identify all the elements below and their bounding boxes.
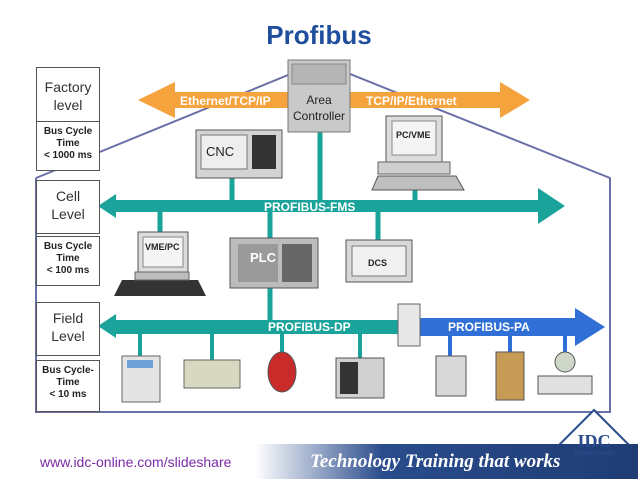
level-name: Factory <box>44 79 92 95</box>
field-flowmeter-device <box>537 351 593 395</box>
level-name: Cell <box>55 188 81 204</box>
cycle-text: Time <box>56 253 80 264</box>
field-level-box: Field Level <box>36 302 100 356</box>
dp-label: PROFIBUS-DP <box>268 320 351 334</box>
fms-arrow <box>98 188 565 224</box>
cycle-text: Time <box>56 138 80 149</box>
area-controller-label: Area Controller <box>288 92 350 124</box>
cycle-text: Bus Cycle- <box>42 365 94 376</box>
plc-label: PLC <box>250 250 276 265</box>
cycle-text: < 10 ms <box>49 389 87 400</box>
level-name: Field <box>52 310 84 326</box>
factory-level-box: Factory level <box>36 67 100 131</box>
plc-device <box>229 237 319 289</box>
pa-label: PROFIBUS-PA <box>448 320 530 334</box>
level-name: Level <box>51 206 85 222</box>
dcs-device <box>345 239 413 283</box>
field-drive-module <box>183 359 241 389</box>
cycle-text: Time <box>56 377 80 388</box>
footer-band <box>0 444 638 479</box>
level-name: level <box>53 97 83 113</box>
field-io-module <box>121 355 161 403</box>
dcs-label: DCS <box>368 258 388 268</box>
field-motor-device <box>267 351 297 393</box>
ethernet-right-label: TCP/IP/Ethernet <box>366 94 457 108</box>
ethernet-left-label: Ethernet/TCP/IP <box>180 94 271 108</box>
footer-slogan: Technology Training that works <box>310 451 561 472</box>
field-remote-io-device <box>335 357 385 399</box>
dp-arrow <box>98 314 400 338</box>
pc-vme-device <box>371 115 465 191</box>
cell-cycle-box: Bus Cycle Time < 100 ms <box>36 236 100 286</box>
cycle-text: Bus Cycle <box>43 126 93 137</box>
page-title: Profibus <box>266 20 372 50</box>
field-valve-device <box>495 351 525 401</box>
fms-label: PROFIBUS-FMS <box>264 200 356 214</box>
area-controller-line: Area <box>306 93 332 107</box>
cycle-text: Bus Cycle <box>43 241 93 252</box>
factory-cycle-box: Bus Cycle Time < 1000 ms <box>36 121 100 171</box>
cycle-text: < 100 ms <box>46 265 90 276</box>
area-controller-line: Controller <box>292 109 346 123</box>
area-controller-device <box>287 59 351 133</box>
field-cycle-box: Bus Cycle- Time < 10 ms <box>36 360 100 412</box>
logo-subtext: TECHNOLOGIES <box>573 451 614 457</box>
vme-pc-device <box>114 231 206 296</box>
cell-level-box: Cell Level <box>36 180 100 234</box>
logo-text: IDC <box>577 431 611 451</box>
dp-pa-coupler-device <box>397 303 421 347</box>
pa-arrow <box>420 308 605 346</box>
cnc-label: CNC <box>206 144 235 159</box>
field-transmitter-device <box>435 355 467 397</box>
level-name: Level <box>51 328 85 344</box>
cycle-text: < 1000 ms <box>43 150 93 161</box>
cnc-device <box>195 129 283 179</box>
vme-pc-label: VME/PC <box>145 242 180 252</box>
pc-vme-label: PC/VME <box>396 130 431 140</box>
footer-url-link[interactable]: www.idc-online.com/slideshare <box>40 454 232 470</box>
